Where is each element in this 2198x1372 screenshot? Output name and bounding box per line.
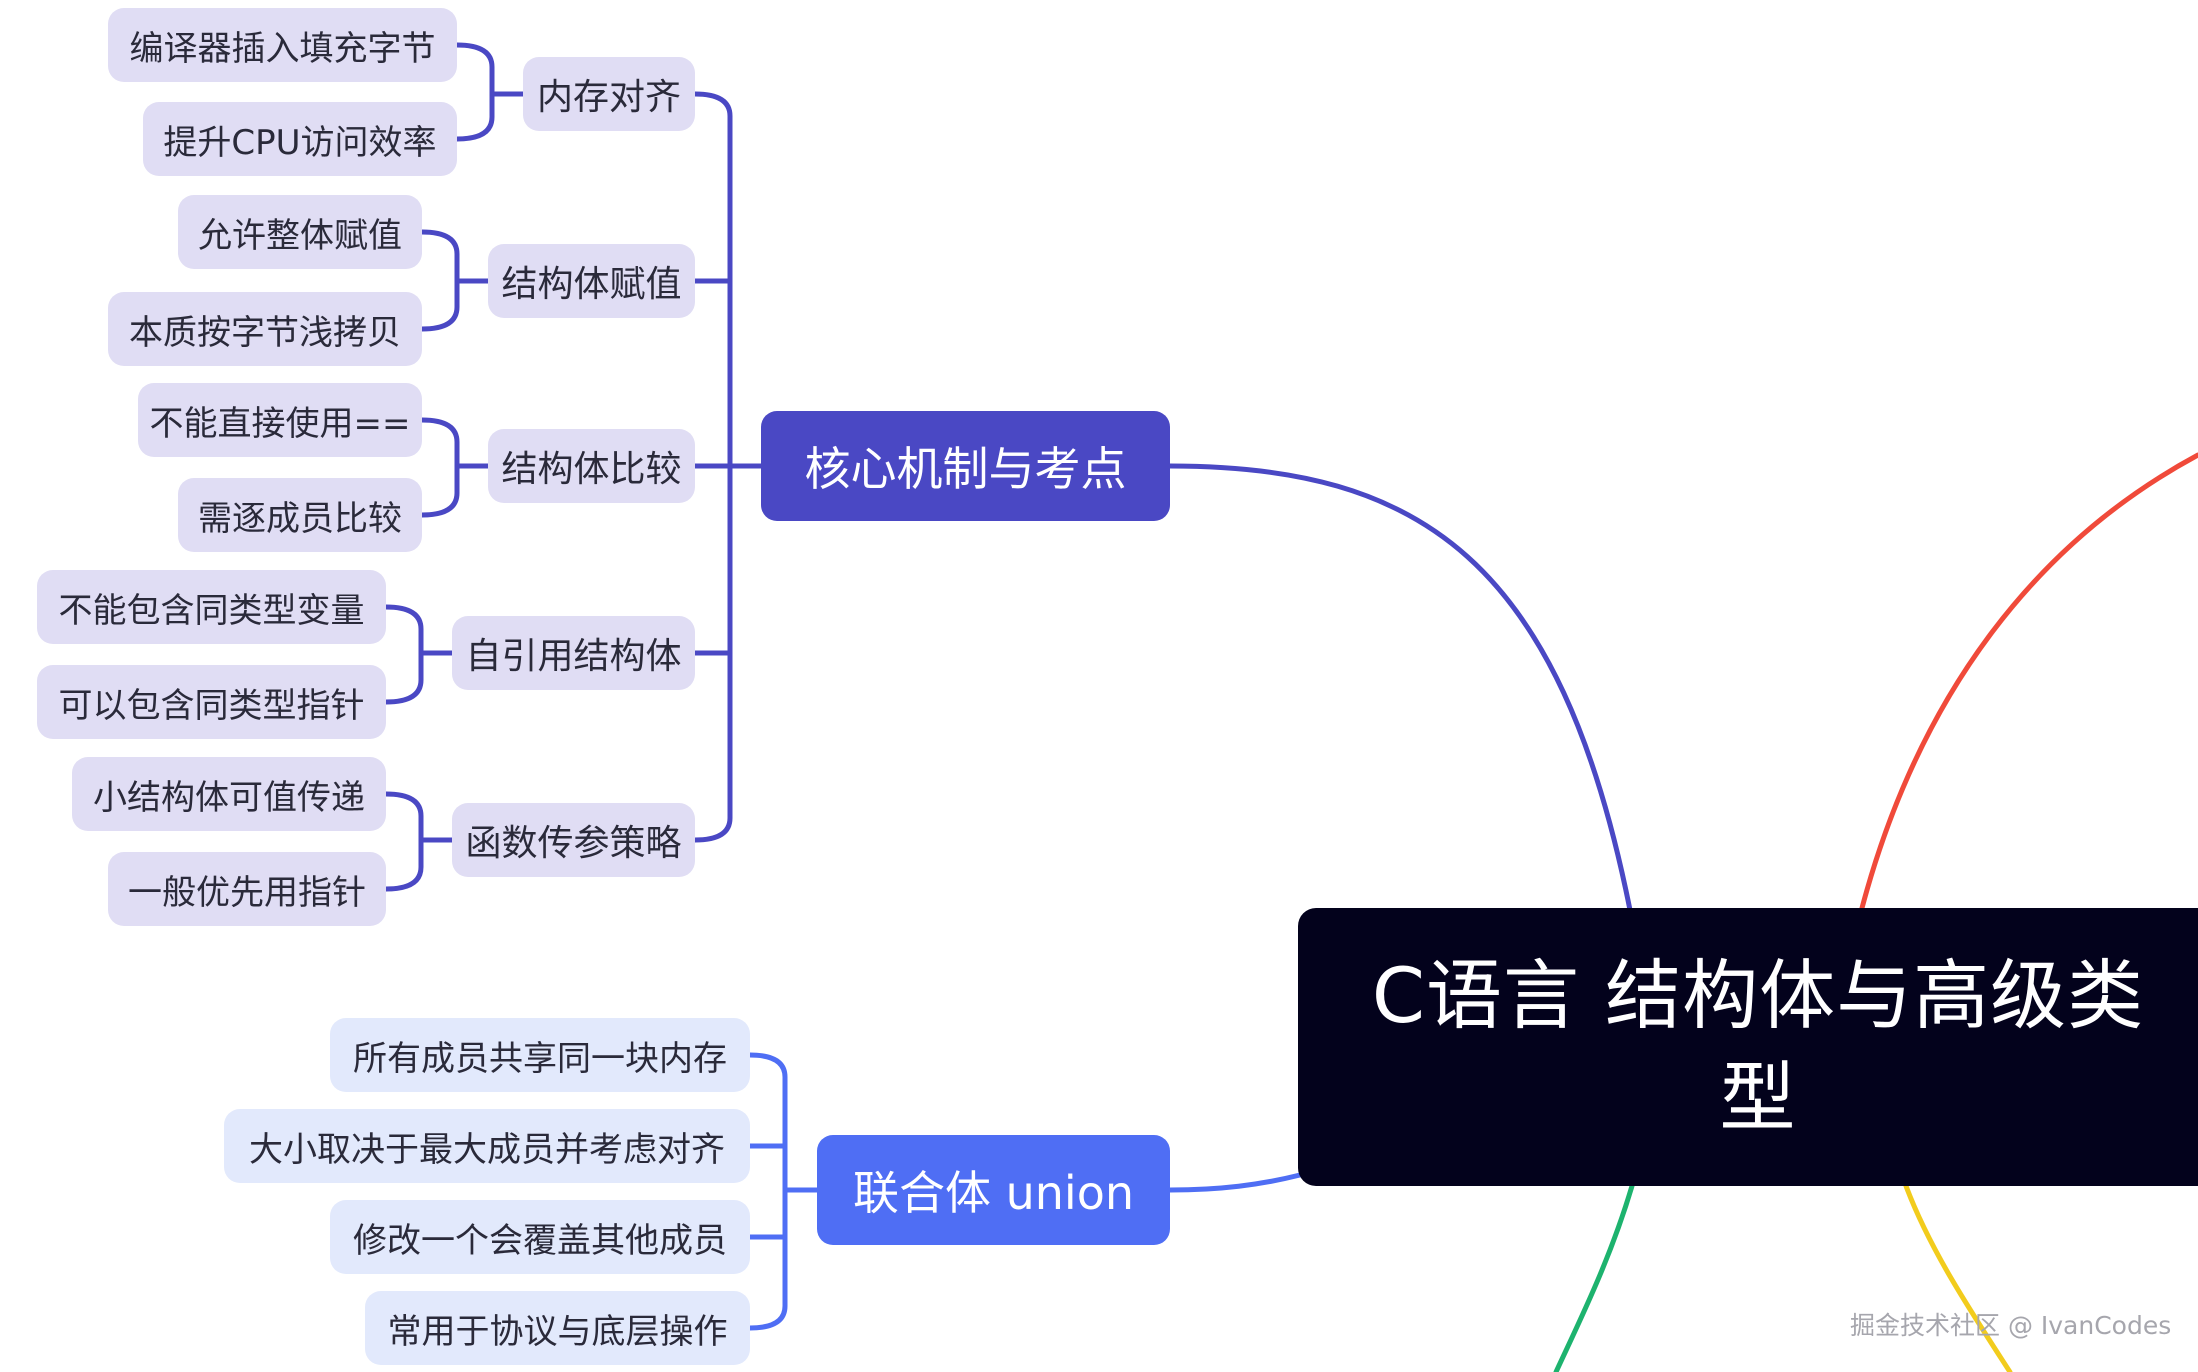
leaf-protocol-lowlevel[interactable]: 常用于协议与底层操作 xyxy=(365,1291,750,1365)
leaf-compiler-padding[interactable]: 编译器插入填充字节 xyxy=(108,8,457,82)
connector-root-offscreen-yellow xyxy=(1903,1183,2013,1372)
connector-root-union xyxy=(1167,1172,1303,1193)
subtopic-struct-assignment[interactable]: 结构体赋值 xyxy=(488,244,695,318)
connector-root-offscreen-red xyxy=(1859,452,2198,911)
leaf-overwrite-members[interactable]: 修改一个会覆盖其他成员 xyxy=(330,1200,750,1274)
leaf-size-largest-member[interactable]: 大小取决于最大成员并考虑对齐 xyxy=(224,1109,750,1183)
leaf-label: 修改一个会覆盖其他成员 xyxy=(353,1220,727,1261)
leaf-label: 本质按字节浅拷贝 xyxy=(129,312,401,353)
subtopic-label: 内存对齐 xyxy=(536,77,681,118)
leaf-label: 一般优先用指针 xyxy=(128,872,366,913)
leaf-shared-memory[interactable]: 所有成员共享同一块内存 xyxy=(330,1018,750,1092)
root-topic[interactable]: C语言 结构体与高级类型 xyxy=(1298,908,2198,1186)
subtopic-label: 自引用结构体 xyxy=(465,636,682,677)
leaf-shallow-copy[interactable]: 本质按字节浅拷贝 xyxy=(108,292,422,366)
connector-root-offscreen-green xyxy=(1553,1183,1635,1372)
leaf-label: 不能包含同类型变量 xyxy=(58,590,365,631)
subtopic-memory-alignment[interactable]: 内存对齐 xyxy=(523,57,695,131)
leaf-label: 小结构体可值传递 xyxy=(93,777,365,818)
bracket-union-spine xyxy=(747,1052,788,1331)
branch-union-label: 联合体 union xyxy=(852,1166,1134,1220)
subtopic-label: 函数传参策略 xyxy=(465,823,682,864)
leaf-same-type-pointer[interactable]: 可以包含同类型指针 xyxy=(37,665,386,739)
leaf-member-compare[interactable]: 需逐成员比较 xyxy=(178,478,422,552)
watermark: 掘金技术社区 @ IvanCodes xyxy=(1850,1311,2172,1340)
leaf-small-struct-by-value[interactable]: 小结构体可值传递 xyxy=(72,757,386,831)
branch-core-label: 核心机制与考点 xyxy=(804,442,1127,496)
connector-root-core xyxy=(1167,463,1633,913)
bracket-struct-compare xyxy=(419,417,460,518)
leaf-label: 大小取决于最大成员并考虑对齐 xyxy=(249,1129,725,1170)
leaf-no-same-type-var[interactable]: 不能包含同类型变量 xyxy=(37,570,386,644)
leaf-label: 可以包含同类型指针 xyxy=(58,685,365,726)
bracket-func-param xyxy=(383,791,424,892)
bracket-struct-assign xyxy=(419,229,460,332)
leaf-label: 不能直接使用== xyxy=(149,403,411,444)
subtopic-label: 结构体比较 xyxy=(501,449,682,490)
root-title: C语言 结构体与高级类型 xyxy=(1371,951,2145,1142)
bracket-self-ref xyxy=(383,604,424,705)
leaf-label: 常用于协议与底层操作 xyxy=(387,1311,728,1352)
leaf-cpu-access-efficiency[interactable]: 提升CPU访问效率 xyxy=(143,102,457,176)
leaf-label: 需逐成员比较 xyxy=(198,498,402,539)
leaf-label: 编译器插入填充字节 xyxy=(129,28,436,69)
leaf-label: 所有成员共享同一块内存 xyxy=(353,1038,727,1079)
subtopic-struct-comparison[interactable]: 结构体比较 xyxy=(488,429,695,503)
bracket-memory-align xyxy=(454,42,495,142)
leaf-whole-assignment[interactable]: 允许整体赋值 xyxy=(178,195,422,269)
leaf-label: 允许整体赋值 xyxy=(198,215,402,256)
branch-core-mechanisms[interactable]: 核心机制与考点 xyxy=(761,411,1170,521)
leaf-no-direct-equals[interactable]: 不能直接使用== xyxy=(138,383,422,457)
branch-union[interactable]: 联合体 union xyxy=(817,1135,1170,1245)
leaf-label: 提升CPU访问效率 xyxy=(163,122,437,163)
subtopic-function-param-strategy[interactable]: 函数传参策略 xyxy=(452,803,695,877)
subtopic-label: 结构体赋值 xyxy=(501,264,682,305)
leaf-prefer-pointer[interactable]: 一般优先用指针 xyxy=(108,852,386,926)
subtopic-self-referential-struct[interactable]: 自引用结构体 xyxy=(452,616,695,690)
